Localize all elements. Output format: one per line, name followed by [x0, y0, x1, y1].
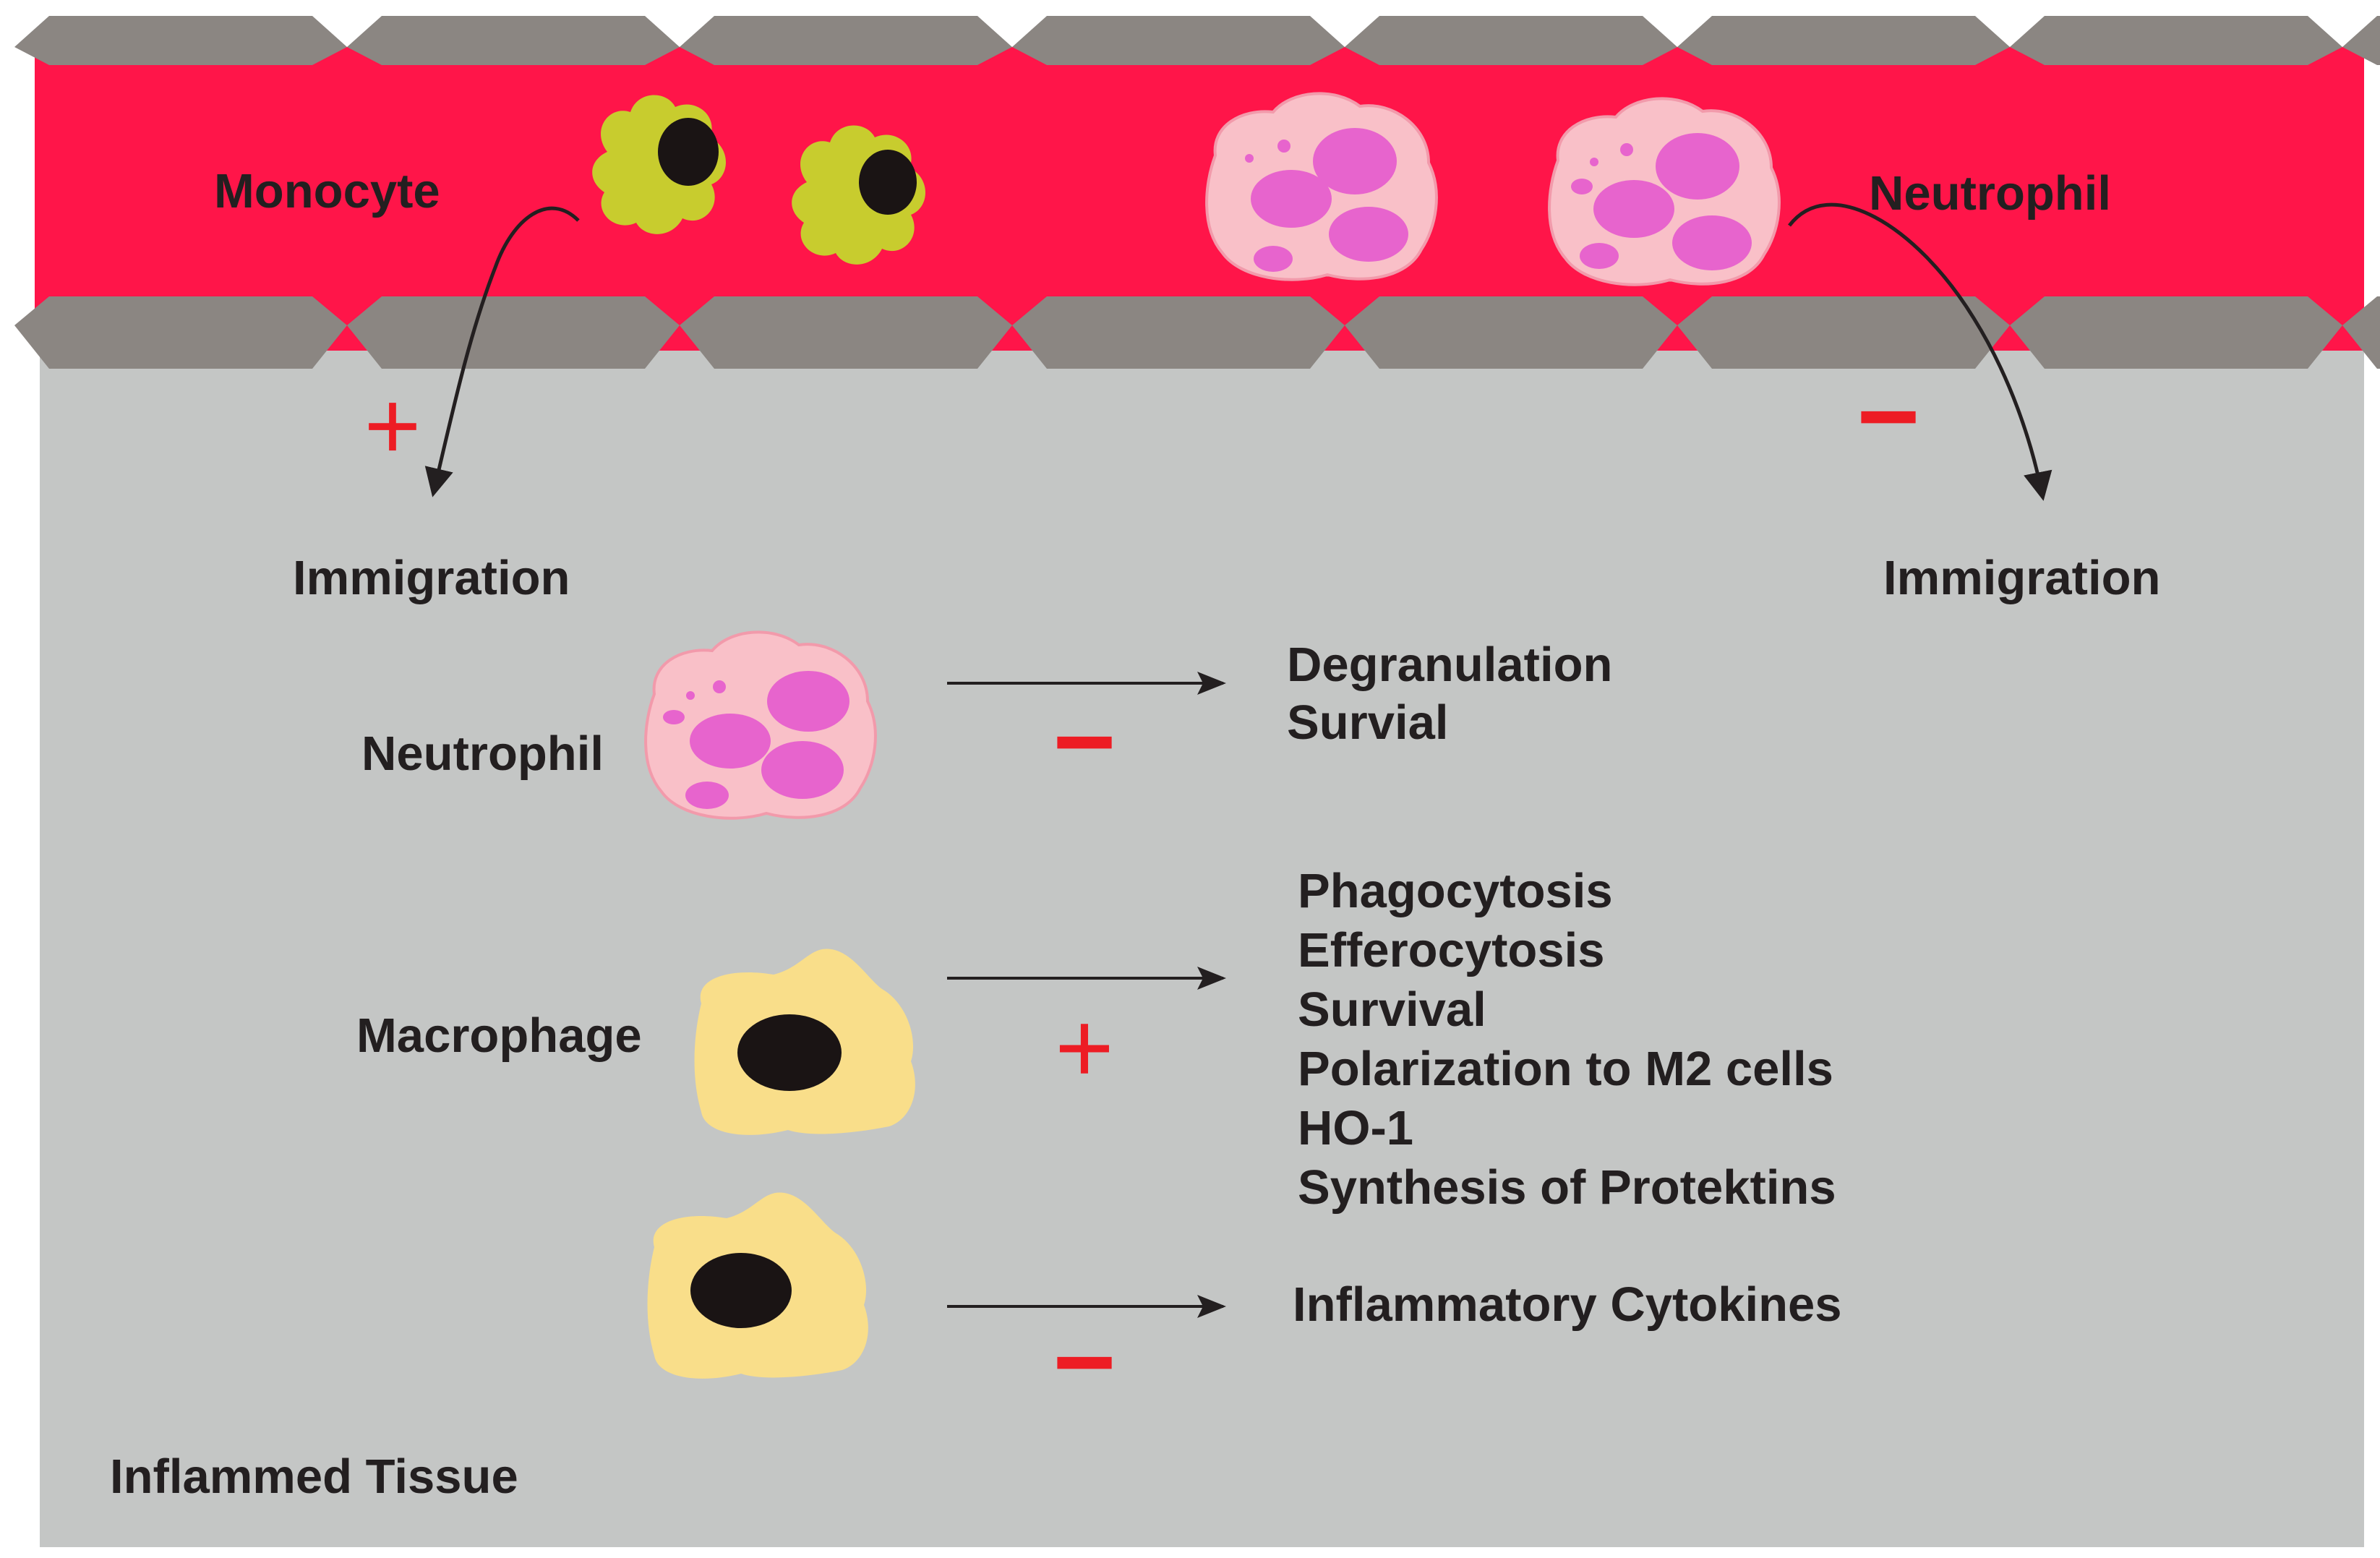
- macrophage-effects-list: PhagocytosisEfferocytosisSurvivalPolariz…: [1298, 864, 1836, 1215]
- neutrophil-tissue-cell: [644, 630, 877, 820]
- monocyte-cell-1: [592, 95, 726, 234]
- endothelial-segment: [2010, 16, 2342, 65]
- neutrophil-vessel-label: Neutrophil: [1869, 166, 2111, 221]
- immigration-right-label: Immigration: [1883, 551, 2160, 605]
- endothelial-segment: [347, 296, 680, 369]
- neutrophil-vessel-1: [1205, 92, 1438, 281]
- cytokine-sign: −: [1053, 1301, 1116, 1422]
- monocyte-cell-2: [792, 125, 925, 265]
- endothelial-segment: [2342, 16, 2380, 65]
- macrophage-effect-item: Phagocytosis: [1298, 864, 1613, 918]
- cytokine-effects-list: Inflammatory Cytokines: [1293, 1277, 1842, 1332]
- endothelial-segment: [14, 16, 347, 65]
- macrophage-effect-item: HO-1: [1298, 1101, 1413, 1155]
- macrophage-effect-item: Synthesis of Protektins: [1298, 1160, 1836, 1215]
- macrophage-effect-item: Survival: [1298, 983, 1486, 1037]
- neutrophil-effect-item: Survial: [1287, 695, 1448, 750]
- neutrophil-immigration-sign: −: [1857, 355, 1920, 476]
- macrophage-function-sign: +: [1055, 990, 1114, 1104]
- endothelial-segment: [1677, 16, 2010, 65]
- neutrophil-immigration-arrow: [1788, 202, 2052, 501]
- tissue-label: Inflammed Tissue: [110, 1450, 518, 1504]
- tissue-background: [40, 340, 2364, 1547]
- neutrophil-tissue-label: Neutrophil: [361, 727, 604, 781]
- endothelial-segment: [680, 296, 1012, 369]
- endothelial-segment: [1345, 16, 1677, 65]
- vessel-wall-top: [14, 16, 2380, 65]
- monocyte-immigration-sign: +: [364, 371, 421, 480]
- endothelial-segment: [1345, 296, 1677, 369]
- endothelial-segment: [2342, 296, 2380, 369]
- neutrophil-function-sign: −: [1053, 680, 1116, 802]
- neutrophil-vessel-2: [1548, 97, 1781, 286]
- macrophage-label: Macrophage: [356, 1009, 642, 1063]
- macrophage-cell-2: [647, 1192, 868, 1379]
- endothelial-segment: [2010, 296, 2342, 369]
- immigration-left-label: Immigration: [293, 551, 570, 605]
- endothelial-segment: [1677, 296, 2010, 369]
- monocyte-label: Monocyte: [214, 164, 440, 218]
- macrophage-effect-item: Efferocytosis: [1298, 923, 1604, 977]
- endothelial-segment: [347, 16, 680, 65]
- vessel-wall-bottom: [14, 296, 2380, 369]
- endothelial-segment: [14, 296, 347, 369]
- neutrophil-effect-item: Degranulation: [1287, 638, 1612, 692]
- macrophage-effect-item: Polarization to M2 cells: [1298, 1042, 1833, 1096]
- monocyte-immigration-arrow: [424, 206, 580, 497]
- endothelial-segment: [1012, 296, 1345, 369]
- endothelial-segment: [680, 16, 1012, 65]
- cytokine-effect-item: Inflammatory Cytokines: [1293, 1277, 1842, 1332]
- macrophage-cell-1: [694, 949, 915, 1135]
- endothelial-segment: [1012, 16, 1345, 65]
